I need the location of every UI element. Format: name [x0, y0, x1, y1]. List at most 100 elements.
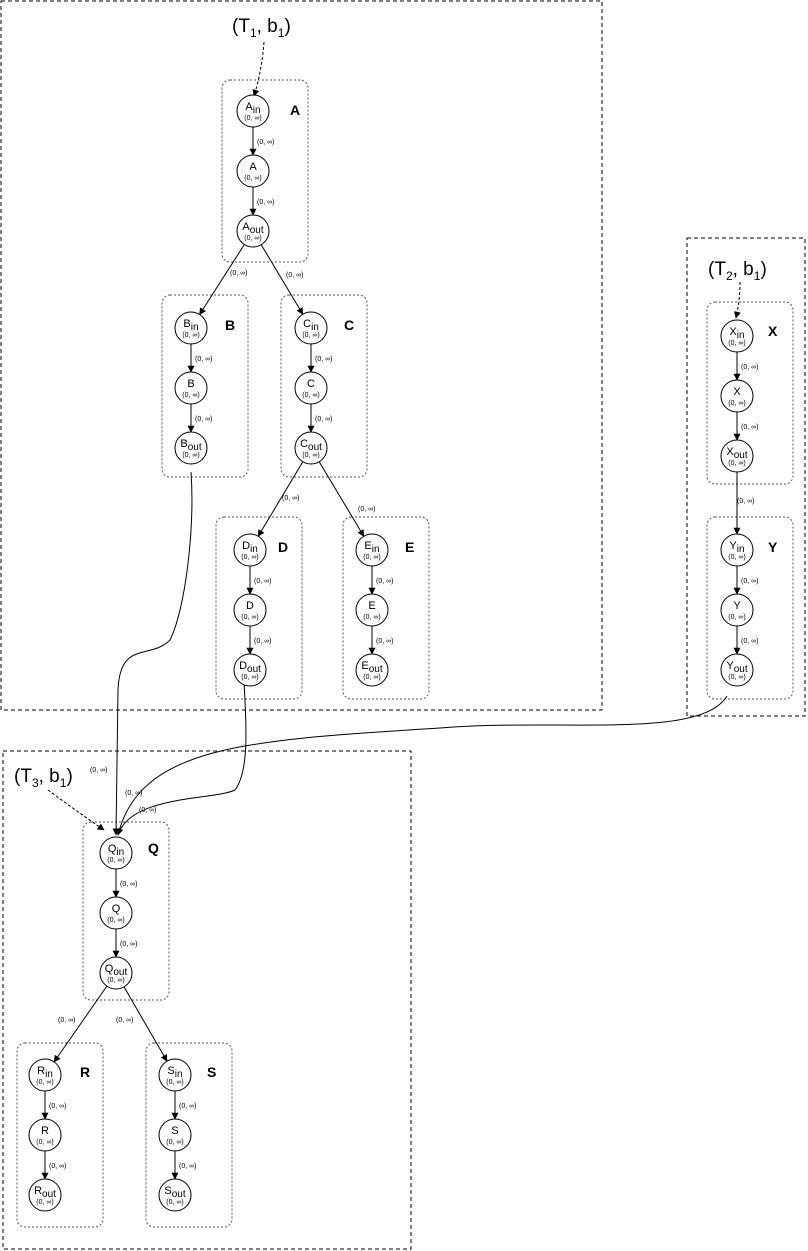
node-b-out-label: Bout — [180, 438, 201, 453]
node-e-label: E — [368, 600, 375, 612]
node-b-out — [174, 431, 208, 465]
edge-label-x-0: (0, ∞) — [741, 364, 758, 371]
edge-x-out-to-y-in-label: (0, ∞) — [737, 498, 754, 505]
node-e-in-capacity: (0, ∞) — [363, 554, 380, 561]
edge-q-out-to-r-in-label: (0, ∞) — [58, 1017, 75, 1024]
node-a-out-label: Aout — [242, 221, 263, 236]
group-box-e — [342, 516, 430, 700]
node-r — [28, 1118, 62, 1152]
node-r-out-capacity: (0, ∞) — [36, 1199, 53, 1206]
group-label-s: S — [207, 1064, 216, 1080]
edge-c-out-to-e-in — [318, 461, 365, 537]
node-b-label: B — [187, 378, 194, 390]
node-e-out — [355, 653, 389, 687]
node-x-out — [720, 439, 754, 473]
node-s — [158, 1118, 192, 1152]
node-c-out-label: Cout — [300, 438, 322, 453]
group-label-q: Q — [148, 840, 159, 856]
node-a — [236, 154, 270, 188]
node-q-out — [99, 956, 133, 990]
node-e-out-capacity: (0, ∞) — [363, 674, 380, 681]
edge-label-x-1: (0, ∞) — [741, 424, 758, 431]
group-label-b: B — [225, 317, 235, 333]
group-label-e: E — [405, 539, 414, 555]
node-r-out — [28, 1178, 62, 1212]
group-box-c — [280, 294, 368, 478]
tree-pointer-t3 — [47, 789, 105, 831]
node-d-in-capacity: (0, ∞) — [241, 554, 258, 561]
group-label-c: C — [344, 317, 354, 333]
edge-label-d-1: (0, ∞) — [254, 638, 271, 645]
node-y-label: Y — [733, 600, 741, 612]
node-c-label: C — [307, 378, 315, 390]
edge-y-out-to-q-in — [116, 695, 728, 836]
node-x-in-label: Xin — [729, 326, 744, 341]
node-y-in — [720, 533, 754, 567]
node-a-out — [236, 214, 270, 248]
node-s-in-label: Sin — [167, 1065, 182, 1080]
edge-label-r-1: (0, ∞) — [49, 1163, 66, 1170]
node-c-capacity: (0, ∞) — [302, 392, 319, 399]
group-label-a: A — [290, 102, 300, 118]
node-r-in-capacity: (0, ∞) — [36, 1079, 53, 1086]
node-b — [174, 371, 208, 405]
node-r-in-label: Rin — [37, 1065, 53, 1080]
edge-c-out-to-d-in-label: (0, ∞) — [282, 495, 299, 502]
edge-label-s-0: (0, ∞) — [179, 1103, 196, 1110]
node-y — [720, 593, 754, 627]
edge-q-out-to-s-in-label: (0, ∞) — [116, 1017, 133, 1024]
node-q-capacity: (0, ∞) — [107, 917, 124, 924]
node-y-capacity: (0, ∞) — [728, 614, 745, 621]
tree-pointer-t2 — [733, 281, 741, 319]
node-a-in-capacity: (0, ∞) — [244, 115, 261, 122]
node-r-in — [28, 1058, 62, 1092]
group-label-r: R — [80, 1064, 90, 1080]
node-x-in — [720, 319, 754, 353]
node-e — [355, 593, 389, 627]
edge-label-q-0: (0, ∞) — [120, 881, 137, 888]
edge-y-out-to-q-in-label: (0, ∞) — [125, 790, 142, 797]
node-r-label: R — [41, 1125, 49, 1137]
edge-label-s-1: (0, ∞) — [179, 1163, 196, 1170]
node-r-capacity: (0, ∞) — [36, 1139, 53, 1146]
edge-q-out-to-s-in — [123, 986, 168, 1062]
edge-label-y-0: (0, ∞) — [741, 578, 758, 585]
node-b-out-capacity: (0, ∞) — [182, 452, 199, 459]
node-a-in-label: Ain — [245, 101, 260, 116]
node-d-out-capacity: (0, ∞) — [241, 674, 258, 681]
edge-label-d-0: (0, ∞) — [254, 578, 271, 585]
node-d-out — [233, 653, 267, 687]
node-d-capacity: (0, ∞) — [241, 614, 258, 621]
group-box-x — [706, 301, 794, 485]
tree-label-t2: (T2, b1) — [708, 259, 767, 283]
node-b-in — [174, 311, 208, 345]
node-y-out — [720, 653, 754, 687]
node-r-out-label: Rout — [34, 1185, 56, 1200]
edge-a-out-to-b-in — [199, 244, 245, 316]
node-x-out-capacity: (0, ∞) — [728, 460, 745, 467]
group-box-a — [221, 79, 309, 263]
node-q-in — [99, 836, 133, 870]
tree-label-t1: (T1, b1) — [232, 16, 291, 40]
node-c-out — [294, 431, 328, 465]
node-q-in-label: Qin — [108, 843, 124, 858]
node-s-out-label: Sout — [164, 1185, 185, 1200]
node-d-label: D — [246, 600, 254, 612]
tree-region-t3 — [2, 750, 412, 1250]
edge-label-b-1: (0, ∞) — [195, 416, 212, 423]
node-x-out-label: Xout — [726, 446, 747, 461]
group-label-y: Y — [768, 539, 778, 555]
edge-a-out-to-c-in — [260, 244, 304, 315]
node-b-in-capacity: (0, ∞) — [182, 332, 199, 339]
node-s-in-capacity: (0, ∞) — [166, 1079, 183, 1086]
node-c — [294, 371, 328, 405]
edge-label-y-1: (0, ∞) — [741, 638, 758, 645]
node-y-in-capacity: (0, ∞) — [728, 554, 745, 561]
node-d-in-label: Din — [242, 540, 258, 555]
node-e-out-label: Eout — [361, 660, 382, 675]
node-s-capacity: (0, ∞) — [166, 1139, 183, 1146]
node-y-out-label: Yout — [726, 660, 747, 675]
node-x-label: X — [733, 386, 741, 398]
edge-d-out-to-q-in-label: (0, ∞) — [139, 807, 156, 814]
